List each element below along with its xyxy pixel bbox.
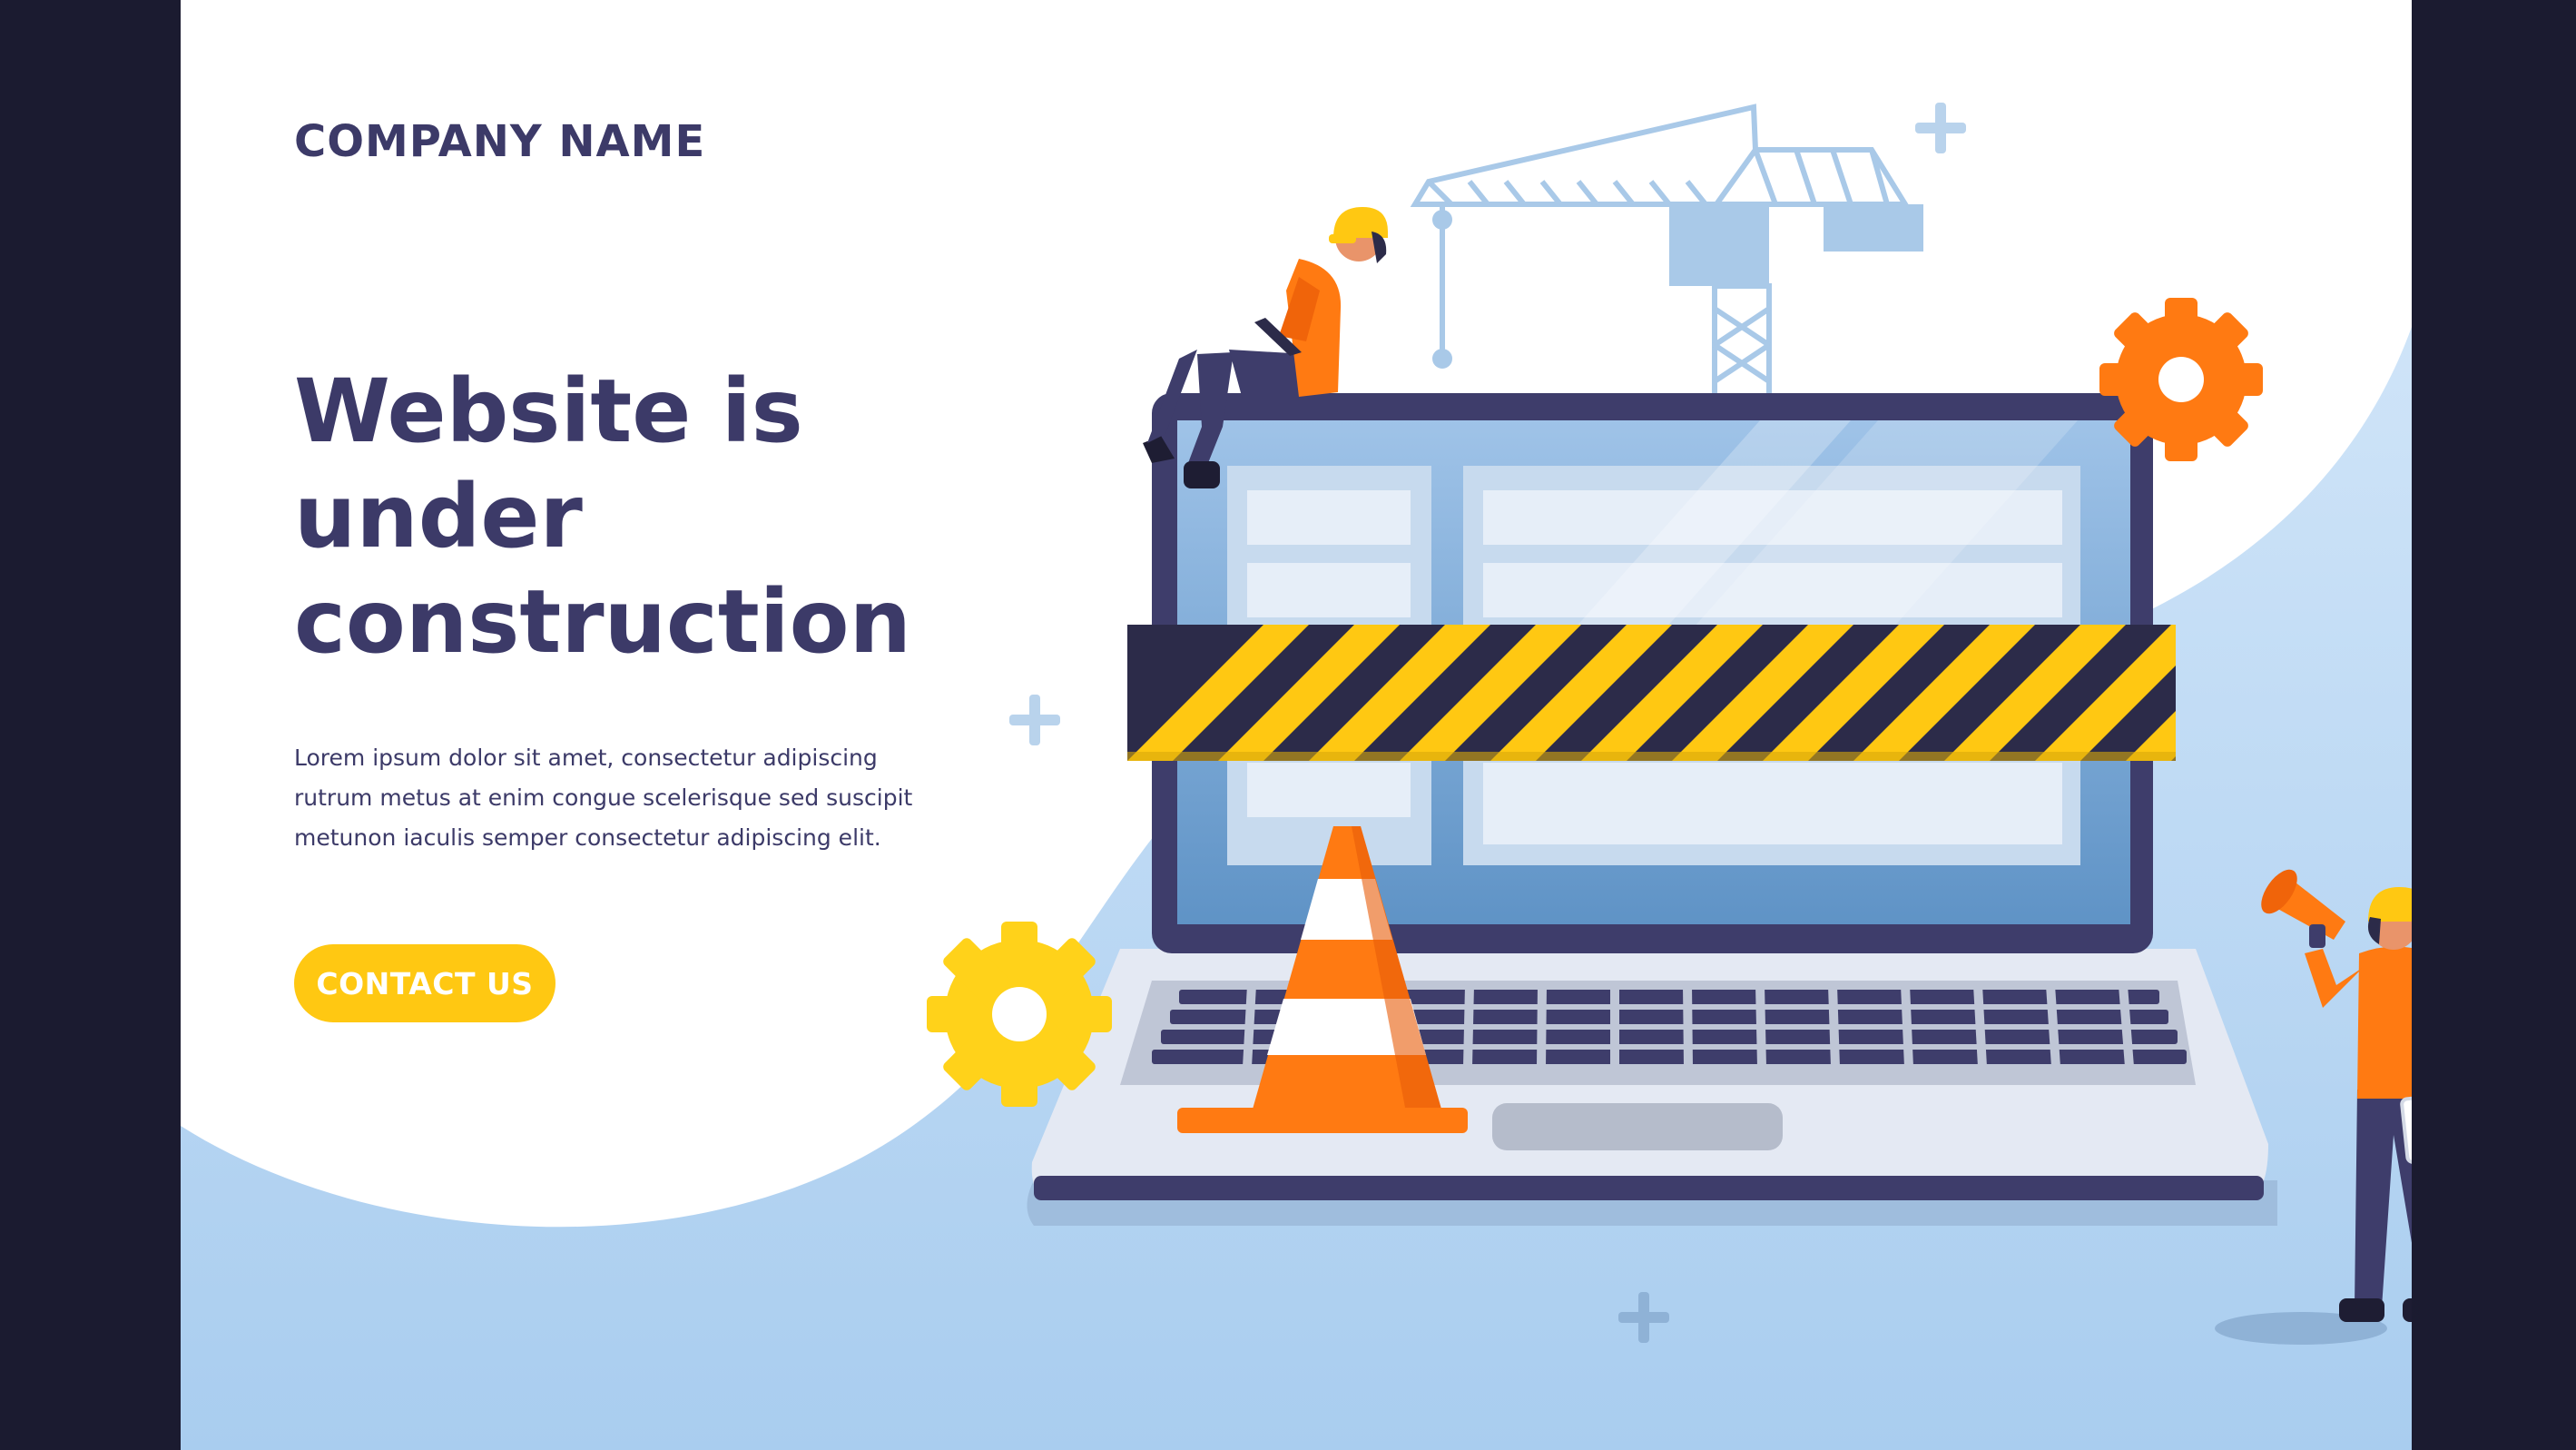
headline-line: Website is [294,360,803,462]
gear-icon [927,922,1112,1107]
headline-line: under [294,466,583,567]
body-line: metunon iaculis semper consectetur adipi… [294,824,881,851]
crane-icon [1410,104,1911,402]
screen-glare [1678,420,2078,645]
laptop-small-icon [1254,318,1302,356]
company-name: COMPANY NAME [294,116,706,167]
plus-sparkle-icon [1915,103,1966,153]
clipboard-icon [2400,1088,2412,1164]
screen-glare [1560,420,1851,645]
background-illustration [181,103,2412,1450]
headline-line: construction [294,571,911,673]
worker-figure [2215,869,2412,1345]
crane-block [1824,204,1923,252]
crane-counterweight [1669,204,1769,286]
megaphone-icon [2261,869,2345,948]
body-line: rutrum metus at enim congue scelerisque … [294,784,913,811]
worker-figure [1143,207,1388,488]
plus-sparkle-icon [1009,695,1060,745]
caution-tape-icon [1127,625,2176,761]
touchpad [1492,1103,1783,1150]
body-line: Lorem ipsum dolor sit amet, consectetur … [294,745,878,771]
contact-us-button[interactable]: CONTACT US [294,944,556,1022]
body-paragraph: Lorem ipsum dolor sit amet, consectetur … [294,738,984,858]
crane-hook [1432,349,1452,369]
laptop-base-edge [1034,1176,2264,1200]
crane-hook [1432,210,1452,230]
headline: Website is under construction [294,359,1020,675]
landing-panel: COMPANY NAME Website is under constructi… [181,0,2412,1450]
plus-sparkle-icon [1618,1292,1669,1343]
traffic-cone-icon [1177,826,1468,1133]
gear-icon [2099,298,2263,461]
